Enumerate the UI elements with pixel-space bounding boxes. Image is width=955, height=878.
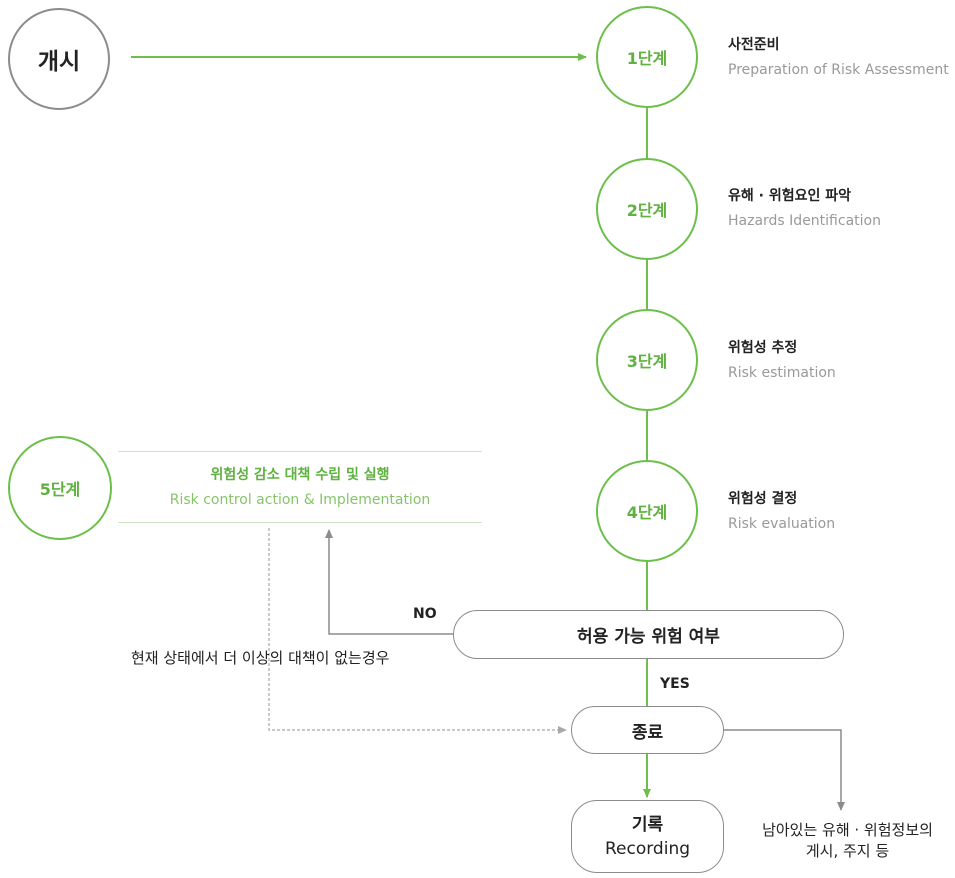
step4-label: 4단계 bbox=[626, 503, 668, 522]
no-label: NO bbox=[413, 606, 437, 622]
decision-label: 허용 가능 위험 여부 bbox=[577, 627, 720, 647]
step2-title: 유해 · 위험요인 파악 bbox=[728, 188, 851, 204]
step2-label: 2단계 bbox=[626, 201, 668, 220]
step5-label: 5단계 bbox=[39, 480, 81, 499]
record-node: 기록 Recording bbox=[571, 800, 724, 873]
step5-description: 위험성 감소 대책 수립 및 실행 Risk control action & … bbox=[118, 451, 482, 523]
yes-label: YES bbox=[660, 676, 690, 692]
decision-node: 허용 가능 위험 여부 bbox=[453, 610, 844, 659]
step1-subtitle: Preparation of Risk Assessment bbox=[728, 62, 949, 78]
step5-subtitle: Risk control action & Implementation bbox=[169, 492, 431, 508]
remaining-info-line2: 게시, 주지 등 bbox=[805, 842, 890, 860]
step2-subtitle: Hazards Identification bbox=[728, 213, 881, 229]
step3-label: 3단계 bbox=[626, 352, 668, 371]
step5-title: 위험성 감소 대책 수립 및 실행 bbox=[210, 467, 390, 483]
end-label: 종료 bbox=[631, 722, 664, 743]
no-more-measures-label: 현재 상태에서 더 이상의 대책이 없는경우 bbox=[131, 649, 390, 667]
step3-subtitle: Risk estimation bbox=[728, 365, 836, 381]
step4-description: 위험성 결정 Risk evaluation bbox=[728, 489, 835, 534]
arrow-end-to-remaining bbox=[724, 729, 845, 811]
step1-node: 1단계 bbox=[596, 6, 698, 108]
step1-description: 사전준비 Preparation of Risk Assessment bbox=[728, 35, 949, 80]
step4-title: 위험성 결정 bbox=[728, 491, 798, 507]
step4-subtitle: Risk evaluation bbox=[728, 516, 836, 532]
start-node: 개시 bbox=[8, 8, 110, 110]
step3-title: 위험성 추정 bbox=[728, 340, 798, 356]
end-node: 종료 bbox=[571, 706, 724, 754]
step2-description: 유해 · 위험요인 파악 Hazards Identification bbox=[728, 186, 881, 231]
record-subtitle: Recording bbox=[604, 838, 691, 859]
step1-title: 사전준비 bbox=[728, 37, 780, 53]
step4-node: 4단계 bbox=[596, 460, 698, 562]
remaining-info-label: 남아있는 유해 · 위험정보의 게시, 주지 등 bbox=[740, 820, 955, 862]
remaining-info-line1: 남아있는 유해 · 위험정보의 bbox=[762, 821, 933, 839]
arrow-dotted-step5-to-end bbox=[268, 528, 567, 734]
step1-label: 1단계 bbox=[626, 49, 668, 68]
step5-node: 5단계 bbox=[8, 436, 112, 540]
step3-description: 위험성 추정 Risk estimation bbox=[728, 338, 836, 383]
start-label: 개시 bbox=[37, 49, 81, 75]
arrow-no-to-step5 bbox=[325, 529, 453, 635]
step3-node: 3단계 bbox=[596, 309, 698, 411]
step2-node: 2단계 bbox=[596, 158, 698, 260]
record-title: 기록 bbox=[631, 814, 664, 835]
